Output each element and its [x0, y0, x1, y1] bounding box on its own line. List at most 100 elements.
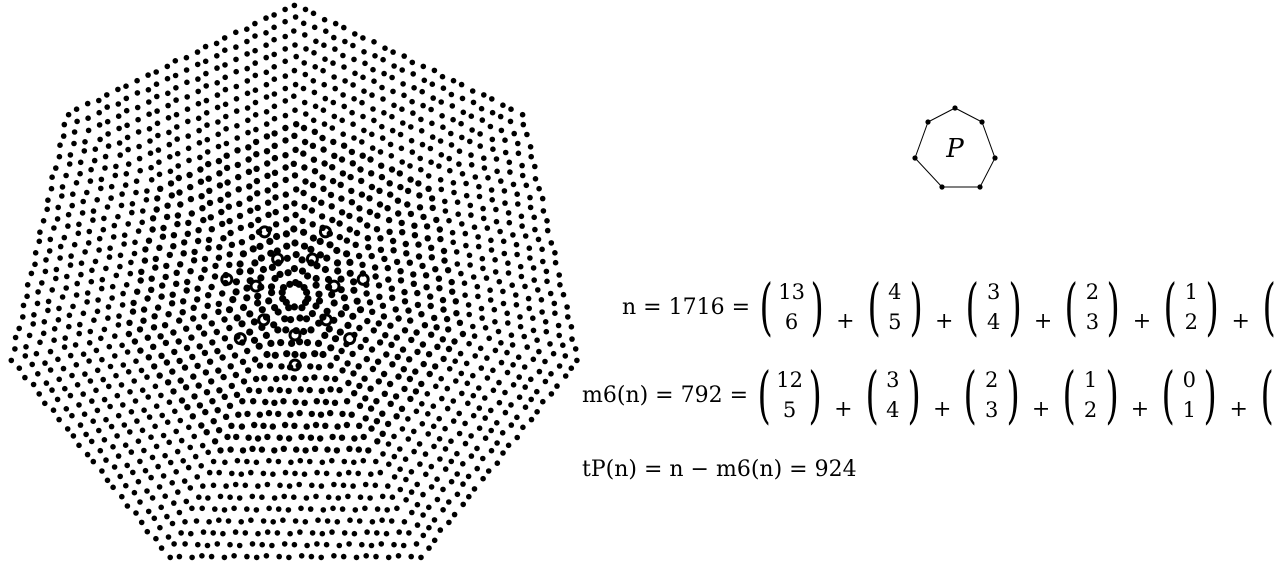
- lattice-dot: [428, 484, 435, 490]
- lattice-dot: [329, 529, 335, 535]
- lattice-dot: [389, 494, 396, 501]
- lattice-dot: [418, 380, 425, 388]
- lattice-dot: [87, 178, 94, 184]
- lattice-dot: [315, 364, 323, 371]
- lattice-dot: [426, 545, 432, 551]
- lattice-dot: [352, 241, 359, 248]
- lattice-dot: [127, 389, 133, 395]
- lattice-dot: [448, 458, 455, 465]
- lattice-dot: [455, 211, 462, 217]
- lattice-dot: [55, 356, 61, 363]
- lattice-dot: [223, 113, 229, 120]
- lattice-dot: [299, 217, 306, 225]
- lattice-dot: [378, 541, 385, 547]
- lattice-dot: [180, 298, 187, 305]
- lattice-dot: [283, 350, 291, 358]
- lattice-dot: [248, 469, 254, 476]
- lattice-dot: [165, 115, 172, 121]
- lattice-dot: [526, 305, 532, 312]
- lattice-dot: [172, 72, 179, 79]
- lattice-dot: [542, 378, 549, 385]
- lattice-dot: [341, 64, 347, 70]
- lattice-dot: [552, 310, 558, 317]
- lattice-dot: [300, 189, 307, 197]
- lattice-dot: [74, 118, 80, 125]
- lattice-dot: [67, 152, 74, 158]
- lattice-dot: [431, 443, 437, 450]
- lattice-dot: [442, 466, 449, 472]
- lattice-dot: [485, 175, 491, 181]
- lattice-dot: [201, 313, 208, 320]
- lattice-dot: [151, 363, 158, 370]
- lattice-dot: [411, 428, 417, 435]
- lattice-dot: [288, 459, 294, 466]
- lattice-dot: [341, 103, 348, 110]
- lattice-dot: [237, 224, 244, 232]
- lattice-dot: [236, 268, 244, 276]
- lattice-dot: [271, 154, 279, 162]
- lattice-dot: [51, 225, 57, 231]
- lattice-dot: [233, 29, 239, 36]
- lattice-dot: [282, 124, 289, 132]
- lattice-dot: [139, 387, 146, 394]
- lattice-dot: [282, 191, 289, 198]
- lattice-dot: [99, 356, 105, 363]
- lattice-dot: [501, 188, 508, 194]
- lattice-dot: [347, 173, 354, 181]
- lattice-dot: [189, 505, 195, 512]
- lattice-dot: [255, 483, 261, 489]
- lattice-dot: [297, 386, 304, 393]
- lattice-dot: [502, 200, 508, 206]
- lattice-dot: [501, 250, 508, 257]
- lattice-dot: [414, 481, 421, 488]
- lattice-dot: [394, 505, 400, 512]
- lattice-dot: [411, 222, 418, 229]
- equation-m-plus-sign: +: [1130, 397, 1150, 422]
- lattice-dot: [45, 307, 51, 314]
- lattice-dot: [210, 530, 216, 536]
- lattice-dot: [321, 265, 329, 274]
- lattice-dot: [203, 429, 210, 436]
- lattice-dot: [266, 362, 274, 369]
- lattice-dot: [217, 493, 224, 500]
- lattice-dot: [216, 387, 223, 394]
- lattice-dot: [125, 369, 132, 375]
- lattice-dot: [303, 288, 311, 296]
- lattice-dot: [105, 304, 112, 310]
- lattice-dot: [314, 469, 320, 476]
- lattice-dot: [96, 109, 102, 116]
- lattice-dot: [415, 253, 423, 260]
- lattice-dot: [216, 469, 222, 476]
- lattice-dot: [439, 336, 446, 343]
- equation-n-plus-sign: +: [935, 309, 954, 334]
- lattice-dot: [506, 159, 513, 166]
- lattice-dot: [340, 482, 347, 489]
- lattice-dot: [318, 483, 325, 489]
- lattice-dot: [162, 273, 169, 281]
- lattice-dot: [340, 294, 348, 302]
- lattice-dot: [370, 327, 377, 334]
- lattice-dot: [310, 78, 317, 84]
- lattice-dot: [406, 259, 413, 266]
- lattice-dot: [164, 379, 172, 386]
- equation-n-binomial-bottom: 2: [1184, 310, 1199, 334]
- lattice-dot: [466, 493, 472, 500]
- lattice-dot: [498, 178, 504, 184]
- lattice-dot: [252, 20, 258, 27]
- lattice-dot: [527, 194, 533, 201]
- lattice-dot: [206, 187, 213, 194]
- lattice-dot: [448, 278, 455, 286]
- lattice-dot: [308, 410, 315, 418]
- lattice-dot: [383, 530, 390, 537]
- lattice-dot: [534, 388, 540, 395]
- lattice-dot: [337, 181, 344, 188]
- lattice-dot: [260, 518, 267, 524]
- lattice-dot: [496, 379, 502, 386]
- lattice-dot: [368, 183, 376, 191]
- lattice-dot: [556, 272, 562, 278]
- lattice-dot: [330, 60, 336, 66]
- lattice-dot: [493, 206, 499, 213]
- lattice-dot: [445, 345, 453, 353]
- lattice-dot: [551, 300, 558, 307]
- lattice-dot: [46, 248, 53, 254]
